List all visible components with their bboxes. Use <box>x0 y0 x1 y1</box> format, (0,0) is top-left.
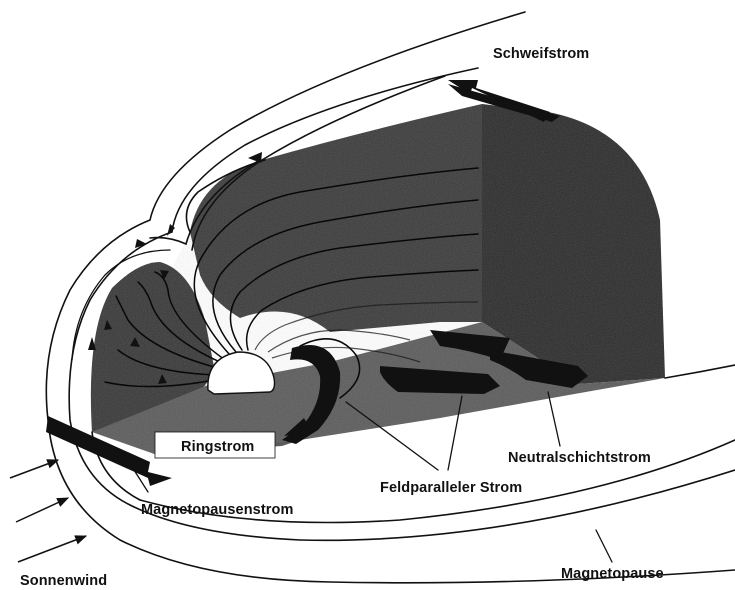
magnetosphere-cutaway <box>91 104 665 456</box>
label-magnetopause: Magnetopause <box>561 566 664 582</box>
solar-wind-arrows <box>10 460 86 562</box>
label-sonnenwind: Sonnenwind <box>20 573 107 589</box>
label-magnetopausenstrom: Magnetopausenstrom <box>141 502 293 518</box>
label-feldparalleler-strom: Feldparalleler Strom <box>380 480 522 496</box>
label-neutralschichtstrom: Neutralschichtstrom <box>508 450 651 466</box>
label-ringstrom: Ringstrom <box>181 439 254 455</box>
label-schweifstrom: Schweifstrom <box>493 46 589 62</box>
